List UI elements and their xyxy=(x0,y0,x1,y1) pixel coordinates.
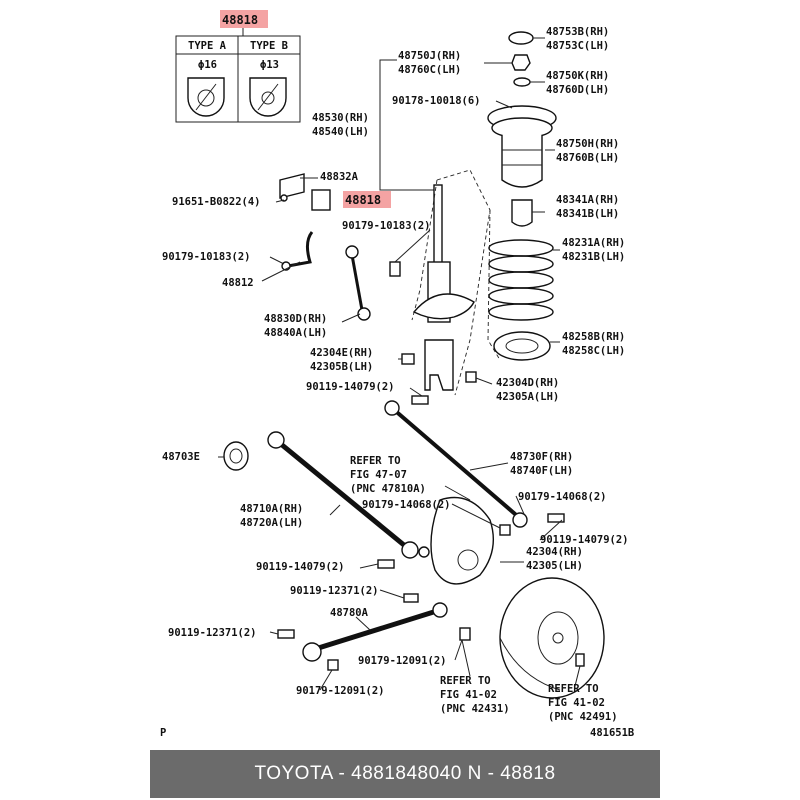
stabilizer-bar xyxy=(287,231,314,268)
label-48760c: 48760C(LH) xyxy=(398,64,461,76)
label-fig-41-02-b: FIG 41-02 xyxy=(548,697,605,709)
dust-boot xyxy=(501,135,543,188)
header-part-number: 48818 xyxy=(222,13,258,27)
label-90179-10183-a: 90179-10183(2) xyxy=(342,220,431,232)
link-nut xyxy=(389,261,401,277)
label-48720a: 48720A(LH) xyxy=(240,517,303,529)
lower-arm-nut-left xyxy=(327,659,339,671)
label-48830d: 48830D(RH) xyxy=(264,313,327,325)
label-48750k: 48750K(RH) xyxy=(546,70,609,82)
label-48753b: 48753B(RH) xyxy=(546,26,609,38)
arm-bolt-upper xyxy=(411,395,429,405)
label-42305a: 42305A(LH) xyxy=(496,391,559,403)
label-48530: 48530(RH) xyxy=(312,112,369,124)
label-refer-to-c: REFER TO xyxy=(548,683,599,695)
stabilizer-bushing xyxy=(311,189,331,211)
stabilizer-link xyxy=(350,254,364,311)
dust-cap xyxy=(508,31,534,45)
label-42305: 42305(LH) xyxy=(526,560,583,572)
label-diagram-id: 481651B xyxy=(590,727,634,739)
label-48840a: 48840A(LH) xyxy=(264,327,327,339)
label-48760d: 48760D(LH) xyxy=(546,84,609,96)
trailing-arm-bushing xyxy=(223,441,249,471)
lower-arm-bolt xyxy=(403,593,419,603)
label-42304: 42304(RH) xyxy=(526,546,583,558)
type-b-header: TYPE B xyxy=(250,40,288,52)
label-pnc-47810a: (PNC 47810A) xyxy=(350,483,426,495)
label-48258b: 48258B(RH) xyxy=(562,331,625,343)
type-b-diameter: ϕ13 xyxy=(260,59,279,71)
label-48740f: 48740F(LH) xyxy=(510,465,573,477)
strut-piston-rod xyxy=(433,184,443,266)
label-90119-12371-b: 90119-12371(2) xyxy=(168,627,257,639)
nut xyxy=(511,54,531,71)
brake-disc xyxy=(499,577,605,699)
label-48703e: 48703E xyxy=(162,451,200,463)
label-48540: 48540(LH) xyxy=(312,126,369,138)
label-pnc-42431: (PNC 42431) xyxy=(440,703,510,715)
label-48750j: 48750J(RH) xyxy=(398,50,461,62)
label-48341b: 48341B(LH) xyxy=(556,208,619,220)
label-42304e: 42304E(RH) xyxy=(310,347,373,359)
arm-bolt-right xyxy=(547,513,565,523)
trailing-arm-bolt xyxy=(377,559,395,569)
bump-stopper xyxy=(511,199,533,227)
label-90179-12091-b: 90179-12091(2) xyxy=(296,685,385,697)
label-90179-10183-b: 90179-10183(2) xyxy=(162,251,251,263)
trailing-arm xyxy=(274,438,412,552)
label-90119-14079-a: 90119-14079(2) xyxy=(306,381,395,393)
label-48753c: 48753C(LH) xyxy=(546,40,609,52)
hub-bolt xyxy=(575,653,585,667)
label-48832a: 48832A xyxy=(320,171,359,183)
label-pnc-42491: (PNC 42491) xyxy=(548,711,618,723)
label-refer-to-b: REFER TO xyxy=(440,675,491,687)
label-48710a: 48710A(RH) xyxy=(240,503,303,515)
lower-arm-nut xyxy=(459,627,471,641)
strut-spring-seat xyxy=(412,293,475,320)
lower-arm xyxy=(311,607,441,653)
label-90179-14068-a: 90179-14068(2) xyxy=(362,499,451,511)
label-48231b: 48231B(LH) xyxy=(562,251,625,263)
strut-bolt xyxy=(401,353,415,365)
label-48750h: 48750H(RH) xyxy=(556,138,619,150)
label-90119-14079-b: 90119-14079(2) xyxy=(540,534,629,546)
lower-arm-bolt-left xyxy=(277,629,295,639)
strut-nut xyxy=(465,371,477,383)
label-48341a: 48341A(RH) xyxy=(556,194,619,206)
label-90119-14079-c: 90119-14079(2) xyxy=(256,561,345,573)
label-90119-12371-a: 90119-12371(2) xyxy=(290,585,379,597)
label-48760b: 48760B(LH) xyxy=(556,152,619,164)
control-arm-48730 xyxy=(390,406,524,522)
coil-spring xyxy=(488,239,554,321)
header-part-highlight xyxy=(220,10,268,28)
label-p: P xyxy=(160,727,166,739)
label-48812: 48812 xyxy=(222,277,254,289)
washer xyxy=(513,77,531,87)
callout-48818: 48818 xyxy=(345,193,381,207)
spring-insulator xyxy=(493,331,551,361)
label-42305b: 42305B(LH) xyxy=(310,361,373,373)
label-91651-b0822: 91651-B0822(4) xyxy=(172,196,261,208)
label-90179-12091-a: 90179-12091(2) xyxy=(358,655,447,667)
label-48730f: 48730F(RH) xyxy=(510,451,573,463)
strut-bracket xyxy=(424,339,454,391)
callout-highlight xyxy=(343,191,391,208)
label-48231a: 48231A(RH) xyxy=(562,237,625,249)
label-fig-47-07: FIG 47-07 xyxy=(350,469,407,481)
label-48258c: 48258C(LH) xyxy=(562,345,625,357)
type-a-diameter: ϕ16 xyxy=(198,59,217,71)
stabilizer-bracket xyxy=(279,173,305,199)
label-90178-10018: 90178-10018(6) xyxy=(392,95,481,107)
label-48780a: 48780A xyxy=(330,607,369,619)
part-number-footer: TOYOTA - 4881848040 N - 48818 xyxy=(150,750,660,798)
label-refer-to-a: REFER TO xyxy=(350,455,401,467)
label-fig-41-02-a: FIG 41-02 xyxy=(440,689,497,701)
type-a-header: TYPE A xyxy=(188,40,227,52)
label-42304d: 42304D(RH) xyxy=(496,377,559,389)
label-90179-14068-b: 90179-14068(2) xyxy=(518,491,607,503)
